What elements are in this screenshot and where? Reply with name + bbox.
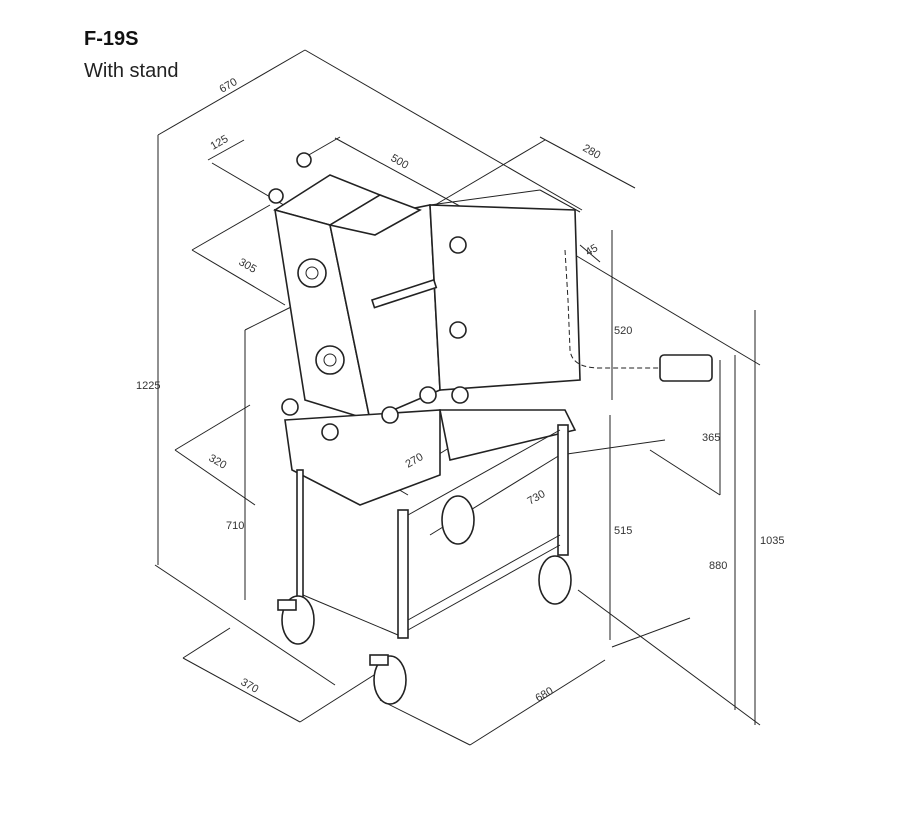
dim-total-height: 1225 (136, 380, 160, 392)
grinder-body (273, 174, 581, 506)
power-cable-icon (564, 249, 713, 382)
knob-icons (268, 152, 469, 441)
dim-cable-offset: 45 (584, 242, 601, 259)
stand (296, 409, 577, 639)
dim-tray-height: 710 (226, 520, 244, 532)
dim-plug-height: 365 (702, 432, 720, 444)
dim-stand-length-top: 730 (526, 488, 548, 508)
dim-cable-height: 520 (614, 325, 632, 337)
plug-icon (659, 354, 713, 382)
dim-overall-width: 670 (218, 76, 240, 96)
caster-wheel-icons (277, 495, 572, 705)
dimension-lines (154, 49, 761, 746)
dim-stand-length: 680 (534, 685, 556, 705)
dim-motor-top-height: 1035 (760, 535, 784, 547)
dim-hopper-width: 305 (237, 256, 259, 276)
product-title: F-19S (84, 28, 139, 50)
dim-motor-depth: 280 (581, 142, 603, 162)
product-subtitle: With stand (84, 60, 179, 82)
dim-stand-width: 370 (239, 676, 261, 696)
dim-plug-floor-height: 880 (709, 560, 727, 572)
dim-tray-width: 320 (207, 452, 229, 472)
dim-stand-top-height: 515 (614, 525, 632, 537)
handwheel-icon (297, 258, 327, 288)
outlet-plate-icon (315, 345, 345, 375)
